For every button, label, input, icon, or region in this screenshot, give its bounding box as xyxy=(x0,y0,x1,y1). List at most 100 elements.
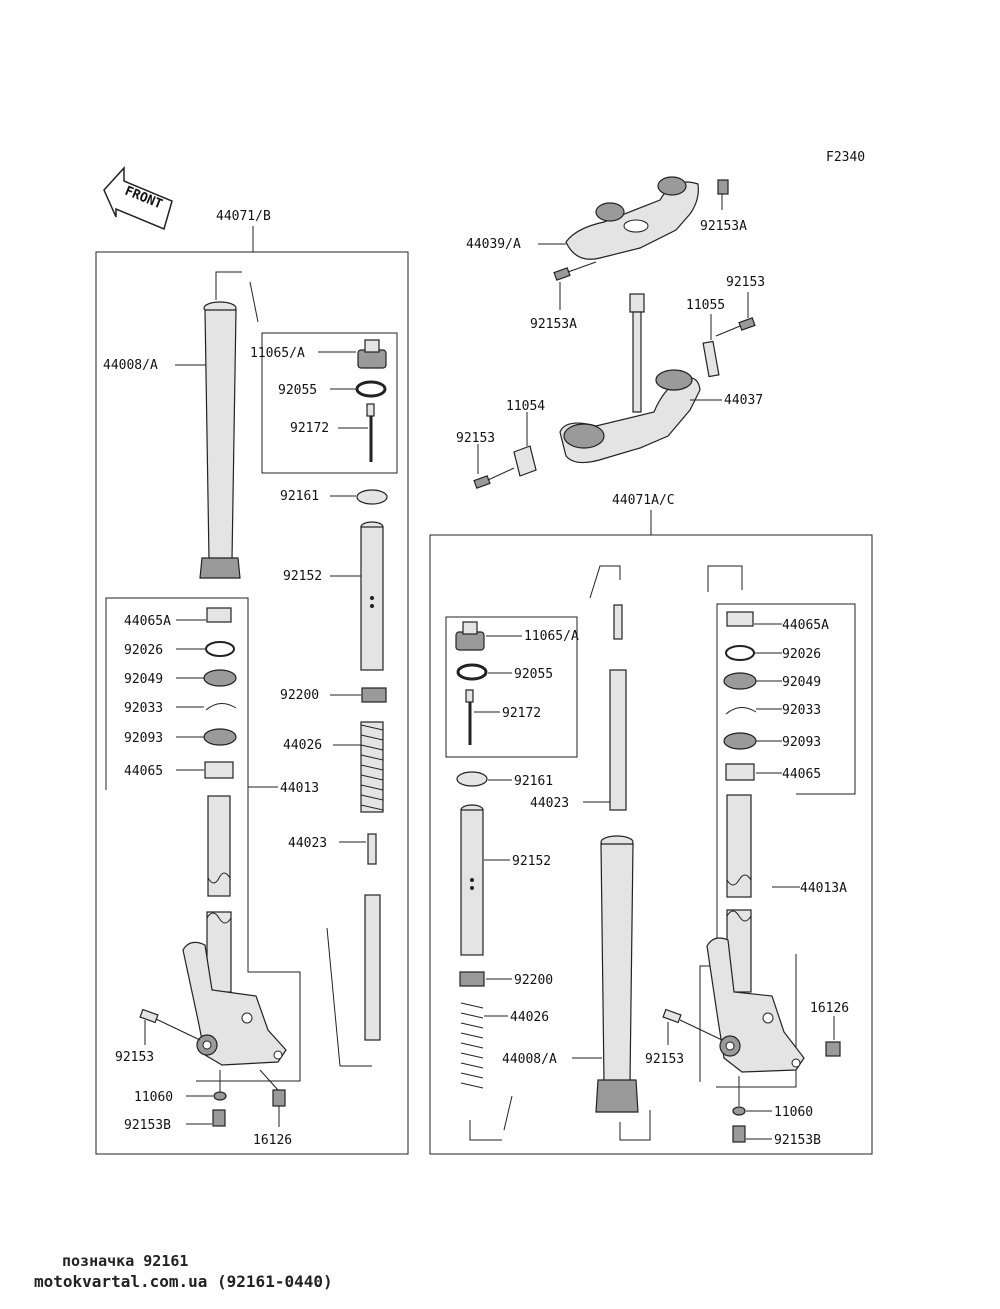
clamp-label-92153a-top: 92153A xyxy=(700,219,747,234)
right-part-92049 xyxy=(723,672,757,690)
right-assembly-label: 44071A/C xyxy=(612,493,675,508)
triple-clamps-group: 92153A 44039/A 92153A 44037 11055 xyxy=(456,176,765,489)
left-label-44026: 44026 xyxy=(283,738,322,753)
right-label-16126: 16126 xyxy=(810,1001,849,1016)
right-fork-group: 44071A/C 11065/A 92055 92172 92161 44023 xyxy=(429,493,873,1155)
clamp-bolt-right xyxy=(715,317,756,337)
left-label-44023: 44023 xyxy=(288,836,327,851)
left-collar xyxy=(356,489,388,505)
right-label-92161: 92161 xyxy=(514,774,553,789)
right-label-44065a: 44065A xyxy=(782,618,829,633)
right-label-92200: 92200 xyxy=(514,973,553,988)
right-label-92055: 92055 xyxy=(514,667,553,682)
left-label-44065a: 44065A xyxy=(124,614,171,629)
right-label-44008a: 44008/A xyxy=(502,1052,557,1067)
right-label-92026: 92026 xyxy=(782,647,821,662)
clamp-label-44037: 44037 xyxy=(724,393,763,408)
left-pipe xyxy=(360,521,384,671)
front-arrow-icon: FRONT xyxy=(103,166,173,231)
left-part-92033 xyxy=(205,703,237,711)
footer-site-link[interactable]: motokvartal.com.ua (92161-0440) xyxy=(34,1272,333,1291)
left-label-92153b: 92153B xyxy=(124,1118,171,1133)
right-axle-holder xyxy=(706,937,805,1073)
left-axle-holder xyxy=(182,941,287,1066)
right-label-92033: 92033 xyxy=(782,703,821,718)
left-fork-group: 44071/B 44008/A 11065/A 92055 92172 xyxy=(95,209,409,1155)
right-label-44026: 44026 xyxy=(510,1010,549,1025)
left-outer-tube xyxy=(199,271,259,579)
clamp-bracket-11054 xyxy=(513,445,537,477)
right-nut xyxy=(459,971,485,987)
left-part-92049 xyxy=(203,669,237,687)
left-part-92153b xyxy=(212,1109,226,1127)
left-part-44065 xyxy=(204,761,234,779)
right-label-44013a: 44013A xyxy=(800,881,847,896)
clamp-label-92153a-bottom: 92153A xyxy=(530,317,577,332)
left-part-44065a xyxy=(206,607,232,623)
footer-title: позначка 92161 xyxy=(62,1252,189,1270)
left-label-92026: 92026 xyxy=(124,643,163,658)
right-bolt-92153 xyxy=(662,1008,723,1041)
right-label-92153b: 92153B xyxy=(774,1133,821,1148)
right-pipe xyxy=(460,804,484,956)
right-label-44065: 44065 xyxy=(782,767,821,782)
right-o-ring xyxy=(456,663,488,681)
left-label-92172: 92172 xyxy=(290,421,329,436)
right-part-92093 xyxy=(723,732,757,750)
left-label-16126: 16126 xyxy=(253,1133,292,1148)
right-outer-tube xyxy=(595,835,651,1141)
right-fork-cap xyxy=(455,621,485,651)
right-label-44023: 44023 xyxy=(530,796,569,811)
left-label-92055: 92055 xyxy=(278,383,317,398)
left-part-92093 xyxy=(203,728,237,746)
left-assembly-label: 44071/B xyxy=(216,209,271,224)
left-label-92153: 92153 xyxy=(115,1050,154,1065)
left-label-92161: 92161 xyxy=(280,489,319,504)
clamp-label-44039a: 44039/A xyxy=(466,237,521,252)
right-part-44065 xyxy=(725,763,755,781)
right-label-92049: 92049 xyxy=(782,675,821,690)
left-label-92049: 92049 xyxy=(124,672,163,687)
right-label-92153: 92153 xyxy=(645,1052,684,1067)
left-label-92093: 92093 xyxy=(124,731,163,746)
right-rod xyxy=(465,689,474,745)
left-fork-cap xyxy=(357,339,387,369)
left-bolt-92153 xyxy=(139,1008,201,1041)
left-part-11060 xyxy=(213,1091,227,1101)
right-part-44065a xyxy=(726,611,754,627)
right-part-92026 xyxy=(725,645,755,661)
upper-clamp xyxy=(565,176,699,260)
clamp-label-92153-left: 92153 xyxy=(456,431,495,446)
left-part-92026 xyxy=(205,641,235,657)
clamp-bracket-11055 xyxy=(702,340,720,378)
left-o-ring xyxy=(355,380,387,398)
clamp-label-92153-right: 92153 xyxy=(726,275,765,290)
right-label-92152: 92152 xyxy=(512,854,551,869)
right-part-11060 xyxy=(732,1106,746,1116)
left-label-11060: 11060 xyxy=(134,1090,173,1105)
right-label-11065a: 11065/A xyxy=(524,629,579,644)
clamp-bolt-left xyxy=(473,467,515,489)
clamp-label-11054: 11054 xyxy=(506,399,545,414)
left-label-11065a: 11065/A xyxy=(250,346,305,361)
right-part-92033 xyxy=(725,707,757,715)
left-label-44013: 44013 xyxy=(280,781,319,796)
upper-clamp-bolt xyxy=(553,261,597,281)
left-label-92033: 92033 xyxy=(124,701,163,716)
left-inner-tube xyxy=(206,795,232,993)
clamp-label-11055: 11055 xyxy=(686,298,725,313)
left-rod xyxy=(366,403,375,462)
left-label-92152: 92152 xyxy=(283,569,322,584)
right-label-11060: 11060 xyxy=(774,1105,813,1120)
left-label-44008a: 44008/A xyxy=(103,358,158,373)
left-group-frame xyxy=(95,251,409,1155)
right-label-92093: 92093 xyxy=(782,735,821,750)
steering-stem xyxy=(629,293,645,413)
right-cartridge xyxy=(589,565,627,811)
right-part-16126 xyxy=(825,1041,841,1057)
left-cartridge xyxy=(364,833,381,1041)
left-label-92200: 92200 xyxy=(280,688,319,703)
left-part-16126 xyxy=(272,1089,286,1107)
right-spring xyxy=(460,1000,484,1095)
